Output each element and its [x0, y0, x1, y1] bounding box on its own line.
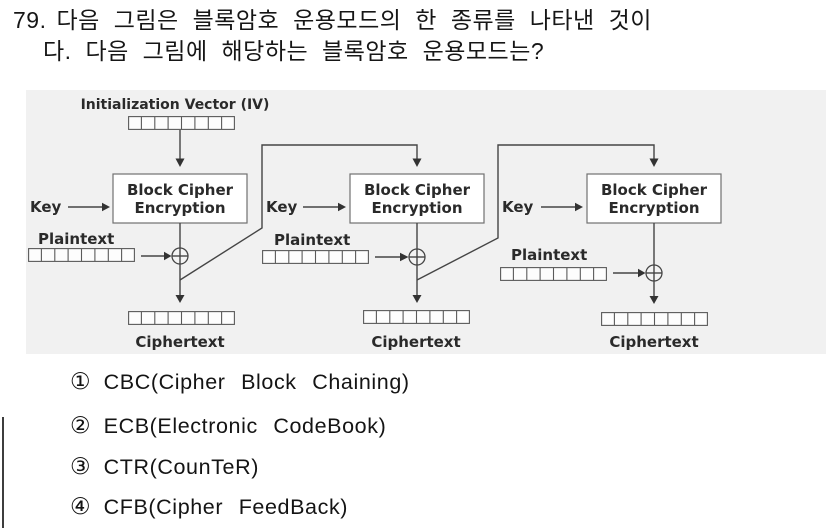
- option-3-label: CTR(CounTeR): [103, 455, 259, 479]
- plaintext-label-1: Plaintext: [38, 230, 114, 248]
- cfb-mode-diagram: Initialization Vector (IV) Block Cipher …: [26, 90, 826, 354]
- feedback-arrowhead-2: [649, 158, 659, 167]
- iv-label: Initialization Vector (IV): [81, 97, 270, 113]
- option-4-label: CFB(Cipher FeedBack): [103, 495, 349, 519]
- plaintext-block-1: [28, 248, 135, 262]
- question-text-2: 다. 다음 그림에 해당하는 블록암호 운용모드는?: [43, 38, 545, 64]
- iv-to-box1-arrowhead: [175, 158, 185, 167]
- plaintext-block-2: [262, 250, 369, 264]
- feedback-arrowhead-1: [412, 158, 422, 167]
- block-cipher-box-2: [349, 173, 485, 224]
- ciphertext-label-2: Ciphertext: [371, 333, 460, 351]
- plaintext-arrowhead-3: [638, 268, 646, 278]
- plaintext-arrowhead-1: [164, 251, 172, 261]
- box1-line2: Encryption: [134, 199, 225, 217]
- key-arrowhead-2: [338, 202, 346, 212]
- block-cipher-box-1: [112, 173, 248, 224]
- plaintext-label-3: Plaintext: [511, 246, 587, 264]
- column-divider-line: [2, 417, 4, 528]
- feedback-line-2: [416, 144, 655, 281]
- ciphertext-block-1: [128, 311, 235, 325]
- ciphertext-label-1: Ciphertext: [135, 333, 224, 351]
- option-2-label: ECB(Electronic CodeBook): [103, 414, 387, 438]
- xor3-arrowhead: [649, 296, 659, 304]
- question-text-1: 다음 그림은 블록암호 운용모드의 한 종류를 나타낸 것이: [56, 7, 652, 33]
- option-3: ③ CTR(CounTeR): [70, 454, 259, 481]
- question-line-2: 다. 다음 그림에 해당하는 블록암호 운용모드는?: [43, 38, 544, 64]
- question-line-1: 79. 다음 그림은 블록암호 운용모드의 한 종류를 나타낸 것이: [13, 7, 652, 33]
- key-label-2: Key: [266, 198, 298, 216]
- box1-line1: Block Cipher: [127, 181, 234, 199]
- xor2-arrowhead: [412, 295, 422, 303]
- plaintext-block-3: [500, 267, 607, 281]
- option-2: ② ECB(Electronic CodeBook): [70, 413, 386, 440]
- ciphertext-label-3: Ciphertext: [609, 333, 698, 351]
- ciphertext-block-2: [363, 310, 470, 324]
- option-4-marker: ④: [70, 494, 91, 520]
- box2-line1: Block Cipher: [364, 181, 471, 199]
- question-number: 79.: [13, 7, 47, 33]
- option-1-label: CBC(Cipher Block Chaining): [103, 370, 410, 394]
- option-1-marker: ①: [70, 369, 91, 395]
- key-arrowhead-1: [102, 202, 110, 212]
- option-4: ④ CFB(Cipher FeedBack): [70, 494, 348, 521]
- plaintext-arrowhead-2: [400, 252, 409, 262]
- key-label-3: Key: [502, 198, 534, 216]
- option-3-marker: ③: [70, 454, 91, 480]
- key-arrowhead-3: [575, 202, 583, 212]
- feedback-line-1: [179, 144, 418, 281]
- box3-line2: Encryption: [608, 199, 699, 217]
- box3-line1: Block Cipher: [601, 181, 708, 199]
- iv-block: [128, 116, 235, 130]
- box2-line2: Encryption: [371, 199, 462, 217]
- xor1-arrowhead: [175, 295, 185, 303]
- ciphertext-block-3: [601, 312, 708, 326]
- option-2-marker: ②: [70, 413, 91, 439]
- plaintext-label-2: Plaintext: [274, 231, 350, 249]
- key-label-1: Key: [30, 198, 62, 216]
- option-1: ① CBC(Cipher Block Chaining): [70, 369, 410, 396]
